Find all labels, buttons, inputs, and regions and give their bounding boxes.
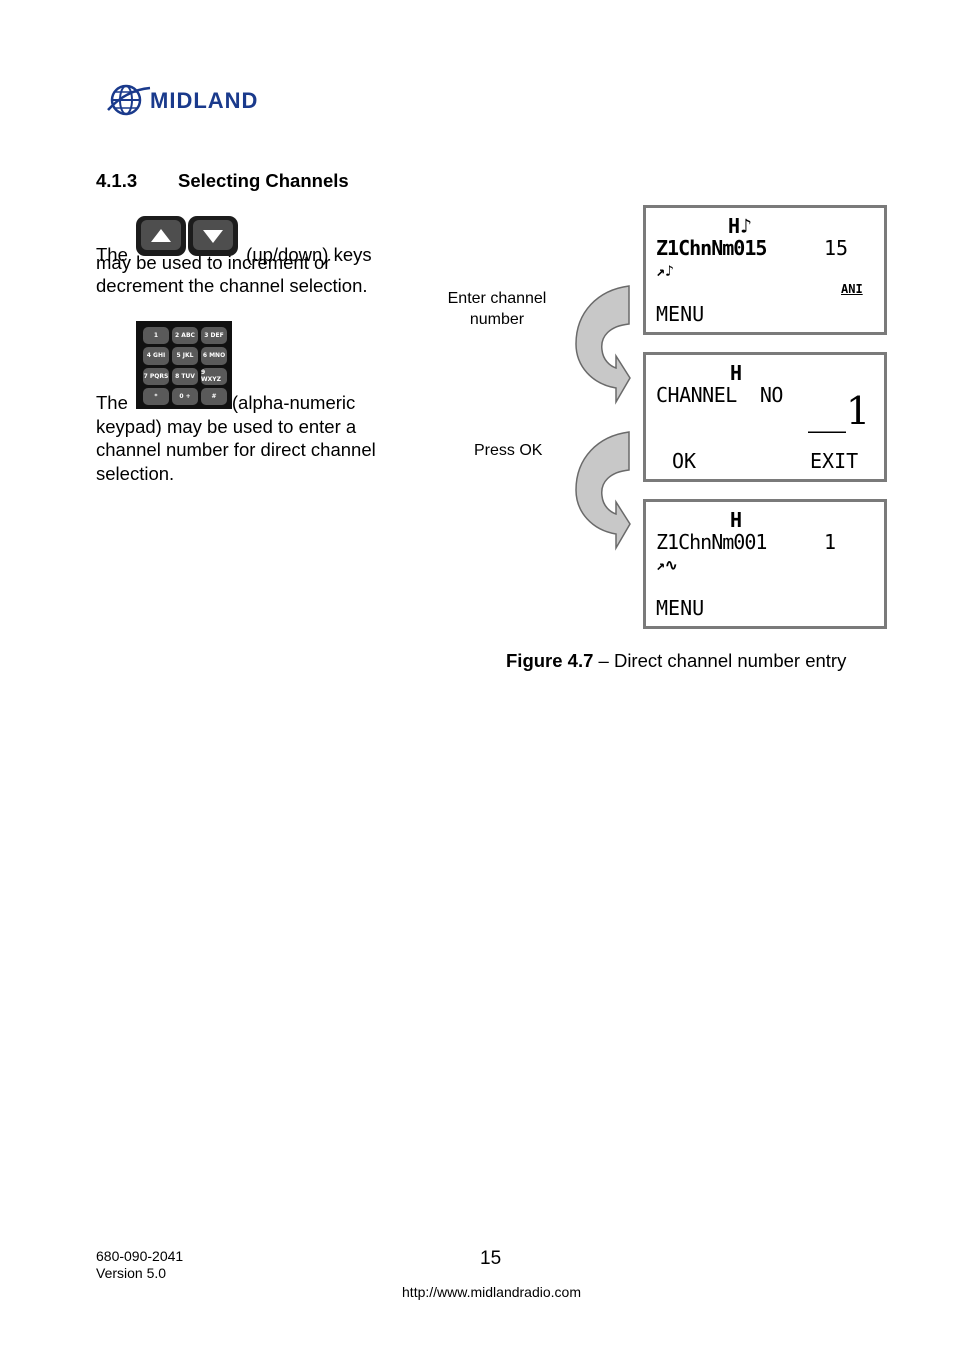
curved-arrow-icon <box>575 431 631 551</box>
para2-line2: keypad) may be used to enter a <box>96 415 357 437</box>
keypad-paragraph: The (alpha-numeric keypad) may be used to… <box>96 391 416 485</box>
keypad-key: # <box>201 387 227 405</box>
press-ok-label: Press OK <box>474 442 543 459</box>
keypad-key: 1 <box>143 327 169 345</box>
screen1-name: Z1ChnNm015 <box>656 236 767 260</box>
keypad-key: 2 ABC <box>172 327 198 345</box>
logo-text: MIDLAND <box>150 88 259 113</box>
doc-number: 680-090-2041 <box>96 1248 184 1264</box>
lcd-screen-3: H Z1ChnNm001 1 ↗∿ MENU <box>643 499 887 629</box>
screen2-top: H <box>730 361 743 385</box>
footer-doc-info: 680-090-2041 Version 5.0 <box>96 1248 183 1282</box>
screen1-top: H♪ <box>728 214 753 238</box>
midland-logo <box>106 80 301 120</box>
para1-line2: may be used to increment or <box>96 251 331 273</box>
doc-version: Version 5.0 <box>96 1265 167 1281</box>
para2-suffix: (alpha-numeric <box>231 392 356 413</box>
para1-line3: decrement the channel selection. <box>96 275 368 296</box>
keypad-key: 9 WXYZ <box>201 367 227 385</box>
para2-line4: selection. <box>96 462 175 484</box>
lcd-screen-2: H CHANNEL NO __1 OK EXIT <box>643 352 887 482</box>
down-arrow-icon <box>203 230 224 243</box>
screen3-top: H <box>730 508 743 532</box>
screen2-entry: __1 <box>808 389 871 433</box>
screen3-name: Z1ChnNm001 <box>656 530 767 554</box>
updown-keys-image <box>135 215 239 256</box>
section-number: 4.1.3 <box>96 170 138 191</box>
keypad-key: 8 TUV <box>172 367 198 385</box>
enter-channel-label: Enter channel number <box>447 290 547 328</box>
up-arrow-icon <box>151 229 172 242</box>
para1-prefix: The <box>96 244 128 265</box>
screen3-icons: ↗∿ <box>656 556 678 574</box>
section-heading: 4.1.3 Selecting Channels <box>96 170 349 192</box>
lcd-screen-1: H♪ Z1ChnNm015 15 ↗♪ ANI MENU <box>643 205 887 335</box>
keypad-key: 4 GHI <box>143 347 169 365</box>
screen2-name: CHANNEL NO <box>656 383 783 407</box>
screen1-menu: MENU <box>656 302 705 326</box>
screen1-num: 15 <box>824 236 849 260</box>
keypad-key: 7 PQRS <box>143 367 169 385</box>
screen1-ani: ANI <box>841 282 863 296</box>
figure-text: – Direct channel number entry <box>593 650 847 671</box>
screen3-menu: MENU <box>656 596 705 620</box>
page-number: 15 <box>480 1248 502 1269</box>
keypad-key: 6 MNO <box>201 347 227 365</box>
screen3-num: 1 <box>824 530 837 554</box>
para1-suffix: (up/down) keys <box>246 244 372 265</box>
screen2-ok: OK <box>672 449 697 473</box>
curved-arrow-icon <box>575 285 631 405</box>
keypad-key: 0 + <box>172 387 198 405</box>
screen2-exit: EXIT <box>810 449 859 473</box>
para2-line3: channel number for direct channel <box>96 439 376 460</box>
keypad-key: 5 JKL <box>172 347 198 365</box>
section-title: Selecting Channels <box>178 170 349 191</box>
keypad-key: 3 DEF <box>201 327 227 345</box>
globe-icon <box>107 84 151 116</box>
para2-prefix: The <box>96 392 128 413</box>
figure-caption: Figure 4.7 – Direct channel number entry <box>506 650 846 672</box>
keypad-key: * <box>143 387 169 405</box>
figure-label: Figure 4.7 <box>506 650 594 671</box>
screen1-icons: ↗♪ <box>656 262 675 280</box>
updown-paragraph: The (up/down) keys may be used to increm… <box>96 216 416 298</box>
footer-url[interactable]: http://www.midlandradio.com <box>402 1284 581 1300</box>
